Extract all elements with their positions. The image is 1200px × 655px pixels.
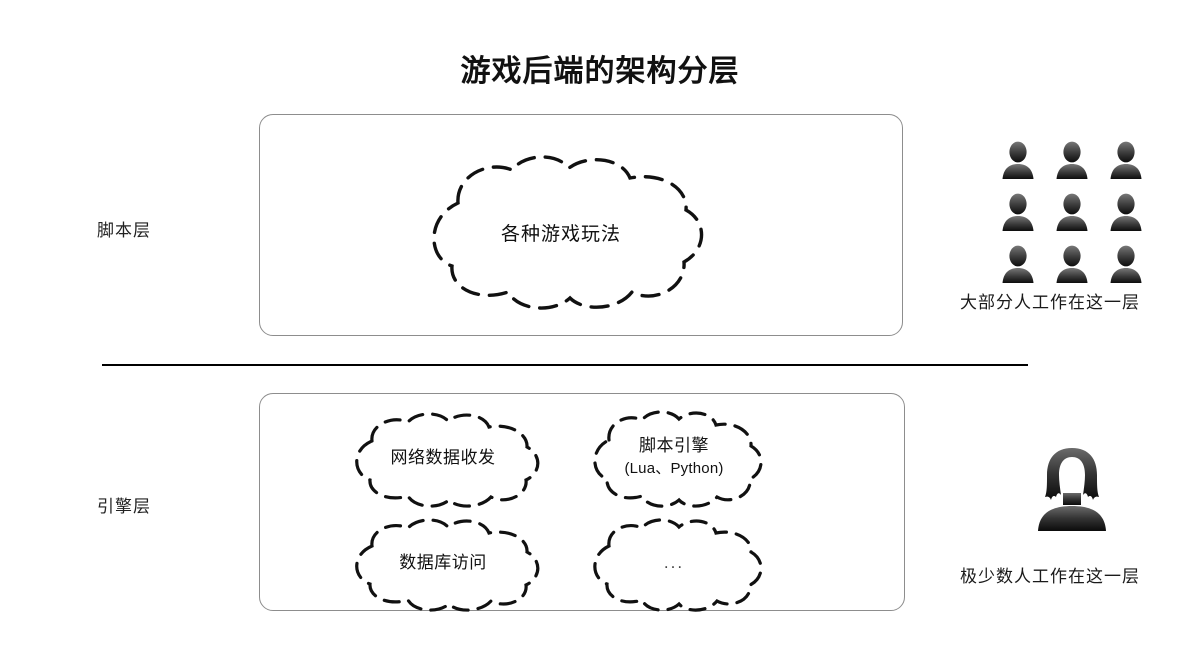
cloud-network: 网络数据收发 [332,410,554,508]
cloud-script-engine: 脚本引擎 (Lua、Python) [572,408,776,508]
caption-script-layer-people: 大部分人工作在这一层 [960,293,1140,312]
cloud-etc: ... [572,516,776,612]
people-grid-script-layer [996,138,1148,286]
person-icon [1050,138,1094,182]
woman-person-icon [1022,445,1122,535]
cloud-gameplay: 各种游戏玩法 [396,150,726,320]
layer-divider [102,364,1028,366]
cloud-database: 数据库访问 [332,516,554,612]
person-icon [1050,242,1094,286]
layer-label-script: 脚本层 [97,221,151,240]
person-icon [1104,190,1148,234]
person-icon [996,190,1040,234]
layer-box-engine [259,393,905,611]
person-icon [996,138,1040,182]
layer-box-script [259,114,903,336]
person-icon [1050,190,1094,234]
person-icon [1104,242,1148,286]
person-icon [996,242,1040,286]
person-icon [1104,138,1148,182]
layer-label-engine: 引擎层 [97,497,151,516]
caption-engine-layer-people: 极少数人工作在这一层 [960,567,1140,586]
page-title: 游戏后端的架构分层 [460,55,740,88]
